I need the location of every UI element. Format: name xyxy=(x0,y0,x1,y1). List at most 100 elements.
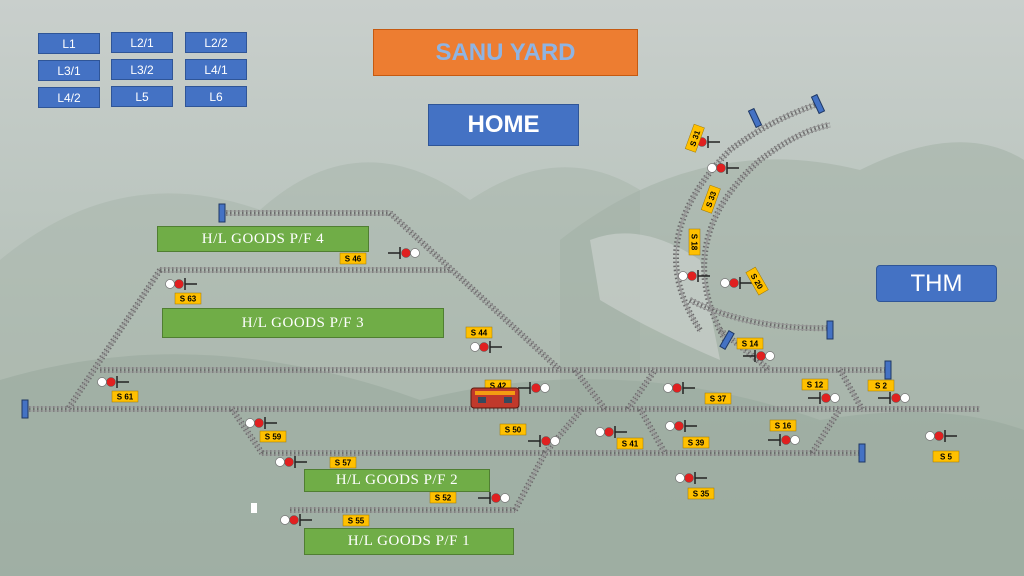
signal-lamp-red xyxy=(174,279,184,289)
signal-s50[interactable]: S 50 xyxy=(499,423,560,447)
signal-lamp-off xyxy=(790,435,800,445)
crossover-2-track xyxy=(572,367,608,412)
signal-s35[interactable]: S 35 xyxy=(675,472,715,500)
signal-label-text: S 12 xyxy=(807,381,824,390)
line-button-l3-1[interactable]: L3/1 xyxy=(38,60,100,81)
signal-s5[interactable]: S 5 xyxy=(925,430,960,463)
signal-lamp-off xyxy=(410,248,420,258)
signal-lamp-off xyxy=(707,163,717,173)
platform-3[interactable]: H/L GOODS P/F 3 xyxy=(162,308,444,338)
signal-s20[interactable]: S 20 xyxy=(720,266,769,296)
signal-lamp-off xyxy=(550,436,560,446)
platform-1[interactable]: H/L GOODS P/F 1 xyxy=(304,528,514,555)
signal-s2[interactable]: S 2 xyxy=(867,379,910,404)
signal-label-text: S 14 xyxy=(742,340,759,349)
line-button-l3-2[interactable]: L3/2 xyxy=(111,59,173,80)
signal-lamp-off xyxy=(540,383,550,393)
curve-mid-track xyxy=(701,122,831,343)
signal-label-tag: S 18 xyxy=(688,228,701,256)
signal-s46[interactable]: S 46 xyxy=(339,247,420,265)
pf2-line-track xyxy=(262,450,862,456)
signal-lamp-red xyxy=(934,431,944,441)
line-button-l4-2[interactable]: L4/2 xyxy=(38,87,100,108)
signal-label-text: S 35 xyxy=(693,490,710,499)
signal-s61[interactable]: S 61 xyxy=(97,376,139,403)
signal-label-text: S 2 xyxy=(875,382,888,391)
line-button-l5[interactable]: L5 xyxy=(111,86,173,107)
signal-label-tag: S 44 xyxy=(465,326,493,339)
signal-label-tag: S 46 xyxy=(339,252,367,265)
pf4-connector-track xyxy=(387,210,563,373)
signal-lamp-red xyxy=(479,342,489,352)
line-button-l1[interactable]: L1 xyxy=(38,33,100,54)
signal-s59[interactable]: S 59 xyxy=(245,417,287,443)
signal-s33[interactable]: S 33 xyxy=(700,162,739,214)
signal-label-tag: S 61 xyxy=(111,390,139,403)
signal-lamp-red xyxy=(716,163,726,173)
signal-label-tag: S 41 xyxy=(616,437,644,450)
line-button-l4-1[interactable]: L4/1 xyxy=(185,59,247,80)
line-button-l2-1[interactable]: L2/1 xyxy=(111,32,173,53)
signal-label-tag: S 5 xyxy=(932,450,960,463)
signal-s41[interactable]: S 41 xyxy=(595,426,644,450)
signal-lamp-red xyxy=(491,493,501,503)
signal-lamp-off xyxy=(595,427,605,437)
buffer-stop xyxy=(747,107,763,129)
crossover-6-track xyxy=(837,367,865,412)
signal-label-text: S 46 xyxy=(345,255,362,264)
locomotive[interactable] xyxy=(470,387,520,409)
signal-s31[interactable]: S 31 xyxy=(684,123,720,153)
marker-block xyxy=(251,503,257,513)
line-button-l6[interactable]: L6 xyxy=(185,86,247,107)
signal-s37[interactable]: S 37 xyxy=(663,382,732,405)
platform-4[interactable]: H/L GOODS P/F 4 xyxy=(157,226,369,252)
signal-label-text: S 39 xyxy=(688,439,705,448)
platform-2[interactable]: H/L GOODS P/F 2 xyxy=(304,469,490,492)
signal-lamp-red xyxy=(289,515,299,525)
thm-button[interactable]: THM xyxy=(876,265,997,302)
signal-label-text: S 55 xyxy=(348,517,365,526)
line-button-l2-2[interactable]: L2/2 xyxy=(185,32,247,53)
signal-label-tag: S 16 xyxy=(769,419,797,432)
west-connector-track xyxy=(65,267,163,412)
signal-lamp-off xyxy=(830,393,840,403)
signal-s57[interactable]: S 57 xyxy=(275,456,357,469)
signal-s14[interactable]: S 14 xyxy=(736,337,775,362)
signal-lamp-red xyxy=(604,427,614,437)
signal-lamp-red xyxy=(891,393,901,403)
signal-lamp-off xyxy=(720,278,730,288)
signal-label-tag: S 33 xyxy=(700,184,721,214)
signal-s16[interactable]: S 16 xyxy=(768,419,800,446)
signal-lamp-red xyxy=(756,351,766,361)
signal-lamp-red xyxy=(254,418,264,428)
signal-s44[interactable]: S 44 xyxy=(465,326,502,353)
signal-lamp-off xyxy=(765,351,775,361)
signal-s18[interactable]: S 18 xyxy=(678,228,711,282)
pf3-line-track xyxy=(160,267,450,273)
signal-label-tag: S 55 xyxy=(342,514,370,527)
home-button[interactable]: HOME xyxy=(428,104,579,146)
crossover-5-track xyxy=(809,406,843,456)
signal-lamp-off xyxy=(165,279,175,289)
signal-s12[interactable]: S 12 xyxy=(801,378,840,404)
signal-label-tag: S 31 xyxy=(684,123,705,153)
signal-lamp-off xyxy=(470,342,480,352)
signal-s63[interactable]: S 63 xyxy=(165,278,202,305)
signal-lamp-red xyxy=(106,377,116,387)
signal-lamp-red xyxy=(284,457,294,467)
signal-label-tag: S 12 xyxy=(801,378,829,391)
signal-s39[interactable]: S 39 xyxy=(665,420,710,449)
pf1-line-track xyxy=(290,507,515,513)
signal-label-tag: S 50 xyxy=(499,423,527,436)
signal-label-text: S 41 xyxy=(622,440,639,449)
signal-label-tag: S 39 xyxy=(682,436,710,449)
signal-s55[interactable]: S 55 xyxy=(280,514,370,527)
signal-label-text: S 42 xyxy=(490,382,507,391)
signal-lamp-off xyxy=(900,393,910,403)
signal-label-tag: S 57 xyxy=(329,456,357,469)
signal-s52[interactable]: S 52 xyxy=(429,491,510,504)
buffer-stop xyxy=(858,443,866,463)
signal-label-tag: S 59 xyxy=(259,430,287,443)
